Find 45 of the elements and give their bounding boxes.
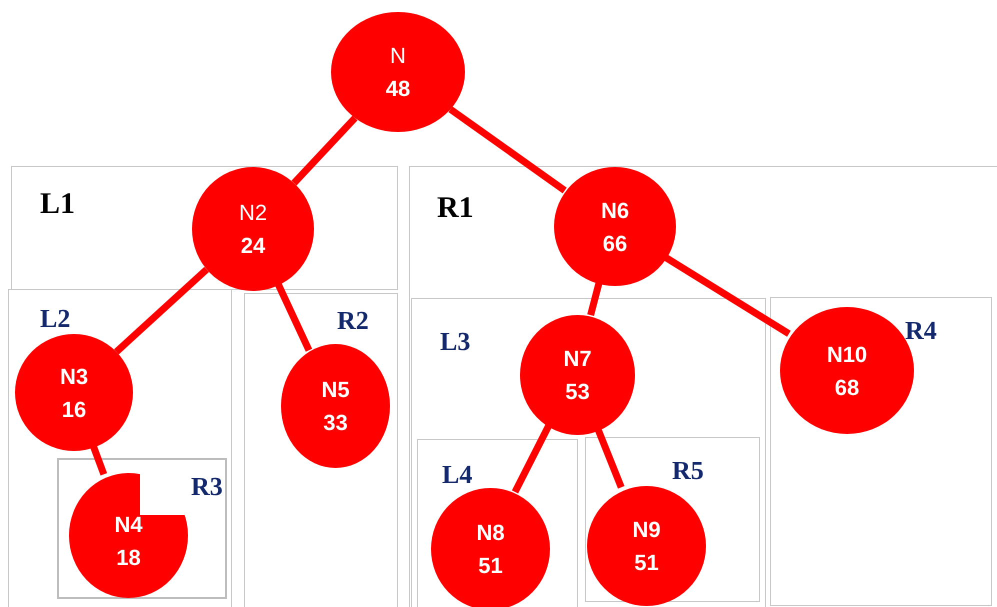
tree-edge [512,424,552,494]
region-label: L4 [442,462,472,488]
node-value: 24 [240,232,266,260]
tree-edge [448,106,567,194]
node-value: 68 [834,374,860,402]
tree-edge [291,116,358,186]
node-name: N2 [238,199,268,227]
region-box [11,166,398,290]
node-name: N7 [563,345,592,373]
node-value: 16 [62,396,86,424]
region-label: L2 [40,306,70,332]
tree-edge [587,282,602,316]
region-box [770,297,992,606]
node-name: N5 [321,376,350,404]
region-label: L3 [440,329,470,355]
tree-edge [664,254,791,337]
node-name: N8 [476,519,505,547]
node-name: N4 [114,510,143,538]
node-value: 18 [116,544,141,572]
region-label: R4 [905,318,937,344]
region-box [8,289,232,607]
node-value: 48 [386,75,410,103]
region-label: R3 [191,474,223,500]
region-box [409,166,997,607]
node-name: N3 [60,362,88,390]
node-name: N10 [826,340,868,368]
region-box [411,298,766,607]
region-box [57,458,227,599]
node-value: 51 [478,552,503,580]
node-name: N [390,42,406,70]
tree-edge [114,266,209,354]
region-box [244,293,398,607]
node-name: N6 [600,196,630,224]
node-value: 53 [565,378,590,406]
node-name: N9 [632,516,661,544]
tree-edge [594,427,624,489]
region-label: R5 [672,458,704,484]
region-label: L1 [40,189,76,219]
region-label: R1 [437,193,474,223]
region-box [417,439,578,607]
tree-edge [274,282,312,352]
node-value: 66 [602,230,628,258]
region-label: R2 [337,308,369,334]
node-value: 51 [634,549,659,577]
node-value: 33 [323,409,348,437]
